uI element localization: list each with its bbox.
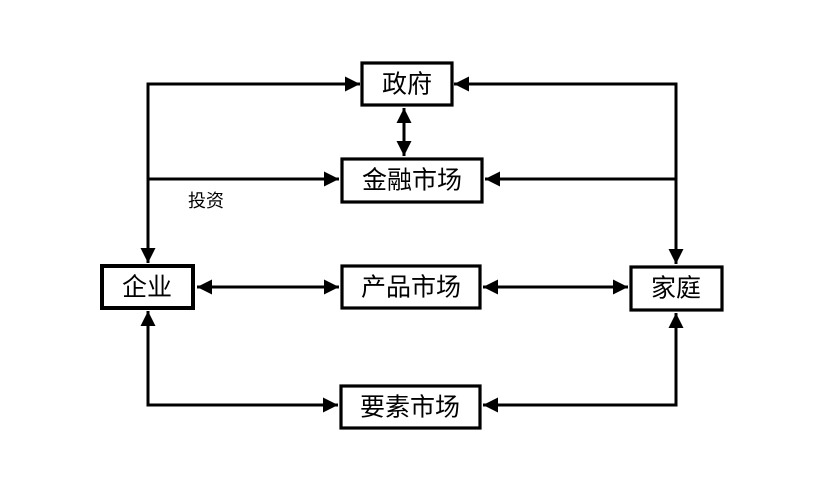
node-factor-market-box	[339, 384, 482, 430]
edge-label-investment: 投资	[188, 191, 224, 211]
node-government-box	[360, 61, 454, 107]
node-financial-market: 金融市场	[340, 157, 484, 204]
edge-household-factor-market	[483, 313, 684, 413]
node-financial-market-box	[340, 157, 484, 204]
node-factor-market-label: 要素市场	[360, 394, 460, 422]
node-enterprise: 企业	[100, 264, 195, 310]
node-product-market-label: 产品市场	[361, 274, 461, 302]
edge-left-trunk-government-enterprise	[140, 76, 360, 263]
node-government-label: 政府	[382, 71, 432, 99]
node-household-label: 家庭	[651, 275, 701, 303]
node-household: 家庭	[629, 265, 724, 312]
node-enterprise-label: 企业	[122, 274, 172, 302]
node-financial-market-label: 金融市场	[362, 167, 462, 195]
edge-enterprise-factor-market	[140, 311, 338, 413]
node-household-box	[629, 265, 724, 312]
node-factor-market: 要素市场	[339, 384, 482, 430]
node-product-market: 产品市场	[340, 264, 482, 310]
node-enterprise-box	[100, 264, 195, 310]
node-government: 政府	[360, 61, 454, 107]
edge-right-trunk-government-household	[454, 76, 684, 264]
node-product-market-box	[340, 264, 482, 310]
